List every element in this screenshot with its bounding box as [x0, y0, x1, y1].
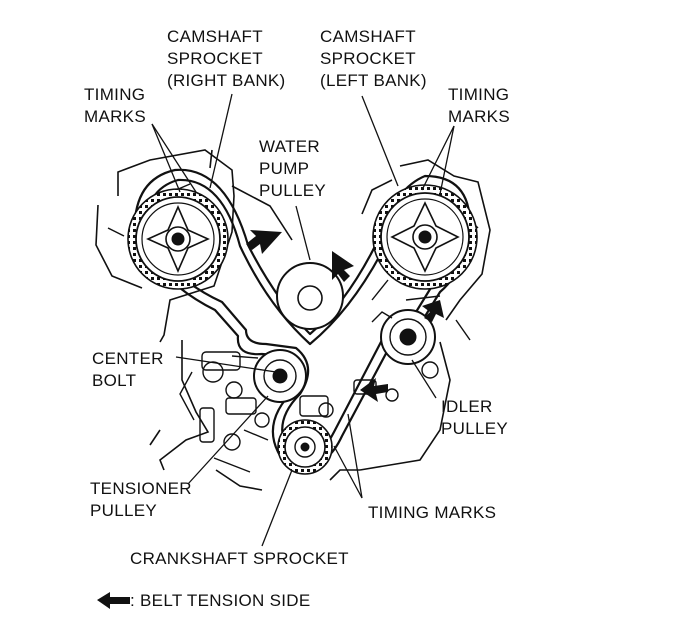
leader-timing-marks-bottom-2	[347, 413, 363, 499]
label-tensioner-pulley: TENSIONER PULLEY	[90, 479, 192, 520]
leader-cam-left	[361, 95, 399, 187]
tension-arrow-water-pump-left	[246, 230, 282, 254]
legend-belt-tension-side: : BELT TENSION SIDE	[130, 591, 311, 610]
leader-timing-marks-right-1	[421, 125, 455, 191]
leader-lines	[151, 93, 455, 547]
water-pump-pulley	[276, 262, 344, 330]
tension-arrow-idler	[422, 300, 444, 322]
leader-timing-marks-right-2	[439, 125, 455, 195]
camshaft-sprocket-left-bank	[372, 184, 478, 290]
label-idler-pulley: IDLER PULLEY	[441, 397, 509, 438]
tension-arrow-water-pump-right	[332, 251, 354, 282]
label-timing-marks-bottom: TIMING MARKS	[368, 503, 497, 522]
idler-pulley	[371, 309, 436, 365]
tension-arrow-lower	[360, 378, 388, 402]
leader-tensioner-pulley	[187, 395, 269, 485]
belt-tension-arrows	[246, 230, 444, 402]
leader-timing-marks-left-1	[151, 123, 181, 193]
leader-cam-right	[209, 93, 233, 189]
label-crankshaft-sprocket: CRANKSHAFT SPROCKET	[130, 549, 349, 568]
camshaft-sprocket-right-bank	[127, 188, 229, 290]
label-camshaft-sprocket-left-bank: CAMSHAFT SPROCKET (LEFT BANK)	[320, 27, 427, 90]
leader-crankshaft	[261, 469, 293, 547]
label-water-pump-pulley: WATER PUMP PULLEY	[259, 137, 327, 200]
leader-center-bolt	[175, 356, 277, 373]
leader-timing-marks-bottom-1	[333, 445, 363, 499]
leader-idler-pulley	[411, 359, 437, 399]
leader-timing-marks-left-2	[151, 123, 197, 193]
arrow-left-icon	[97, 592, 130, 609]
crankshaft-sprocket	[277, 419, 333, 475]
label-center-bolt: CENTER BOLT	[92, 349, 164, 390]
leader-water-pump	[295, 205, 311, 261]
label-timing-marks-right: TIMING MARKS	[448, 85, 510, 126]
engine-details	[107, 183, 479, 473]
label-timing-marks-left: TIMING MARKS	[84, 85, 146, 126]
label-camshaft-sprocket-right-bank: CAMSHAFT SPROCKET (RIGHT BANK)	[167, 27, 286, 90]
engine-block-outline	[95, 149, 491, 491]
tensioner-pulley	[231, 349, 307, 403]
